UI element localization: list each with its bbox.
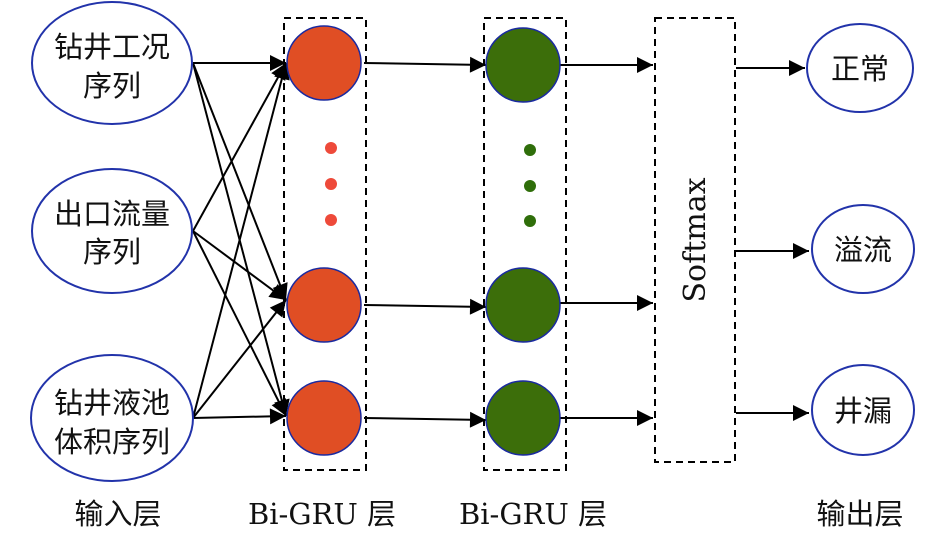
gru2-node-bot xyxy=(485,380,561,456)
edge-input3-gru1-1 xyxy=(192,62,290,419)
edge-input3-gru1-2 xyxy=(192,299,287,419)
output-node-normal: 正常 xyxy=(806,23,914,113)
edge-gru1-gru2-top xyxy=(363,56,487,73)
gru-layer-1-caption: Bi-GRU 层 xyxy=(248,497,396,531)
output-node-overflow-label: 溢流 xyxy=(834,233,892,267)
input-node-1: 钻井工况 序列 xyxy=(31,1,193,125)
input-node-3-line2: 体积序列 xyxy=(54,425,170,459)
gru-layer-2-box xyxy=(483,17,567,471)
gru2-node-top xyxy=(485,27,561,103)
gru-layer-2-caption: Bi-GRU 层 xyxy=(459,497,607,531)
output-layer-caption: 输出层 xyxy=(816,497,903,531)
edge-input1-gru1-2 xyxy=(192,62,288,301)
edge-gru1-gru2-bot xyxy=(363,411,487,428)
output-node-overflow: 溢流 xyxy=(811,204,915,294)
input-node-1-line2: 序列 xyxy=(83,69,141,103)
softmax-box xyxy=(654,17,736,463)
gru-layer-1-box xyxy=(283,17,367,471)
gru1-ellipsis-dots xyxy=(325,142,337,226)
edge-input2-gru1-2 xyxy=(192,230,287,301)
edge-input3-gru1-3 xyxy=(192,408,287,425)
edge-input2-gru1-3 xyxy=(192,230,287,417)
input-node-2-line2: 序列 xyxy=(83,235,141,269)
input-node-1-line1: 钻井工况 xyxy=(54,30,170,64)
input-node-2-line1: 出口流量 xyxy=(54,197,170,231)
output-node-normal-label: 正常 xyxy=(831,52,889,86)
output-node-loss: 井漏 xyxy=(811,364,915,456)
gru1-node-bot xyxy=(286,380,362,456)
gru1-node-mid xyxy=(286,267,362,343)
softmax-label: Softmax xyxy=(678,177,713,302)
gru2-node-mid xyxy=(485,267,561,343)
output-node-loss-label: 井漏 xyxy=(834,394,892,428)
input-layer-caption: 输入层 xyxy=(74,497,161,531)
input-node-3-line1: 钻井液池 xyxy=(54,386,170,420)
input-to-gru1-connections xyxy=(192,55,290,425)
gru1-node-top xyxy=(286,25,362,101)
input-node-3: 钻井液池 体积序列 xyxy=(30,354,194,482)
edge-gru1-gru2-mid xyxy=(363,298,487,315)
edge-input2-gru1-1 xyxy=(192,62,287,232)
input-node-2: 出口流量 序列 xyxy=(31,168,193,294)
gru2-ellipsis-dots xyxy=(524,144,536,227)
